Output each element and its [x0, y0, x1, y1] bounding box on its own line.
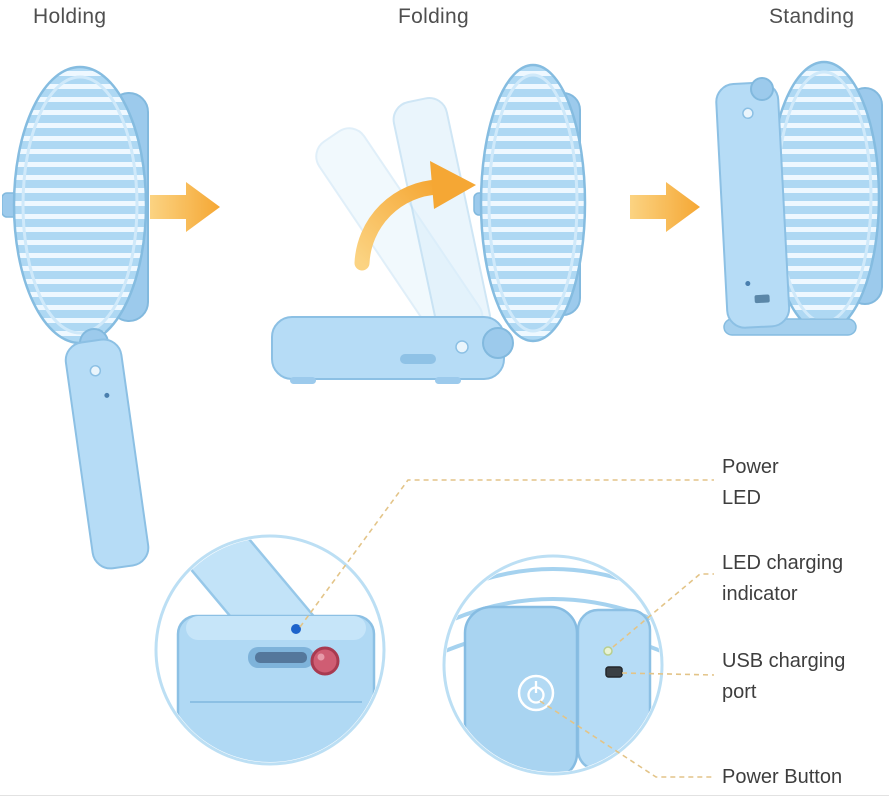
fan-head [12, 65, 148, 345]
red-release-button [310, 646, 340, 676]
fan-folding-illustration [271, 63, 587, 384]
fan-handle [64, 338, 150, 570]
fan-head [479, 63, 587, 343]
callout-line: LED [722, 487, 761, 509]
handle-hole [455, 340, 469, 354]
power-led-dot [291, 624, 301, 634]
usb-port [754, 294, 770, 304]
stand-handle [715, 81, 791, 329]
callout-line: LED charging [722, 552, 844, 574]
stage-title-standing: Standing [769, 5, 855, 28]
fan-holding-illustration [2, 65, 150, 570]
body-right-piece [576, 608, 652, 772]
callout-line: Power [722, 456, 779, 478]
callout-usb-charging-port: USB charging port [722, 646, 845, 708]
folded-handle [271, 316, 505, 384]
handle-led-dot [104, 392, 110, 398]
fan-rim [21, 75, 139, 335]
usb-port [605, 666, 623, 678]
callout-line: indicator [722, 583, 798, 605]
handle-bevel [186, 616, 366, 640]
fold-rotation-arrow-icon [354, 161, 476, 271]
stage-title-folding: Folding [398, 5, 469, 28]
callout-power-led: Power LED [722, 452, 779, 514]
callout-line: Power Button [722, 766, 843, 788]
charging-led-dot [745, 281, 751, 287]
hinge [750, 77, 774, 101]
handle-foot [290, 377, 316, 384]
fan-standing-illustration [715, 60, 883, 336]
hinge [482, 327, 514, 359]
handle-slot [400, 354, 436, 364]
power-button-icon [517, 674, 555, 712]
arrow-right-icon [630, 182, 700, 232]
callout-power-button: Power Button [722, 762, 842, 793]
handle-hole [89, 365, 102, 377]
detail-circle-power-button [442, 554, 664, 776]
callout-line: USB charging [722, 650, 846, 672]
handle-foot [435, 377, 461, 384]
button-highlight [317, 653, 325, 661]
callout-led-charging-indicator: LED charging indicator [722, 548, 843, 610]
callout-line: port [722, 681, 757, 703]
handle-hole [742, 107, 754, 120]
arrow-right-icon [150, 182, 220, 232]
charging-led-dot [603, 646, 613, 656]
fan-rim [487, 73, 579, 333]
charging-slot-inner [255, 652, 307, 663]
stage-title-holding: Holding [33, 5, 107, 28]
detail-circle-power-led [154, 534, 386, 766]
